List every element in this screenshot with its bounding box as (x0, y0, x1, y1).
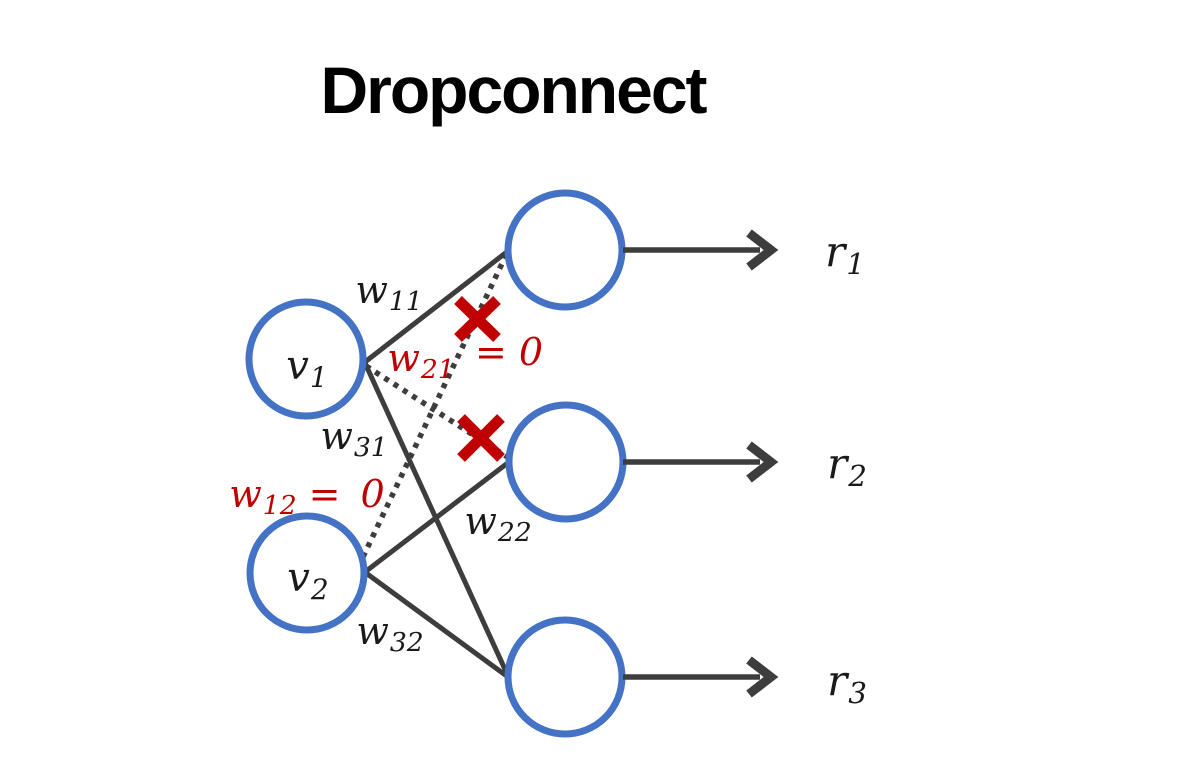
x-mark-icon (457, 414, 505, 462)
connection-w22 (363, 460, 511, 574)
output-arrow-r1 (623, 229, 779, 271)
hidden-node-3 (504, 616, 626, 738)
output-arrow-r2 (623, 441, 779, 483)
weight-label-w32: w32 (356, 609, 424, 659)
x-mark-icon (454, 296, 501, 342)
page-title: Dropconnect (320, 53, 707, 127)
weight-value-w21: = 0 (474, 330, 544, 374)
weight-label-w22: w22 (464, 499, 532, 549)
weight-label-w11: w11 (355, 268, 423, 318)
node-label-v1: v1 (286, 343, 328, 394)
connection-w12-dropped (360, 251, 510, 559)
input-node-v1 (245, 298, 367, 420)
output-arrow-r3 (623, 656, 779, 698)
input-node-v2 (246, 512, 368, 634)
output-label-r3: r3 (827, 656, 867, 711)
weight-label-w31: w31 (320, 414, 388, 464)
connection-w32 (364, 570, 510, 680)
output-label-r1: r1 (825, 227, 865, 282)
hidden-node-1 (504, 189, 626, 311)
weight-label-w21: w21 (387, 336, 455, 386)
weight-label-w12: w12= 0 (229, 472, 389, 522)
output-label-r2: r2 (827, 439, 867, 494)
connection-w11 (363, 249, 510, 364)
node-label-v2: v2 (287, 555, 329, 606)
